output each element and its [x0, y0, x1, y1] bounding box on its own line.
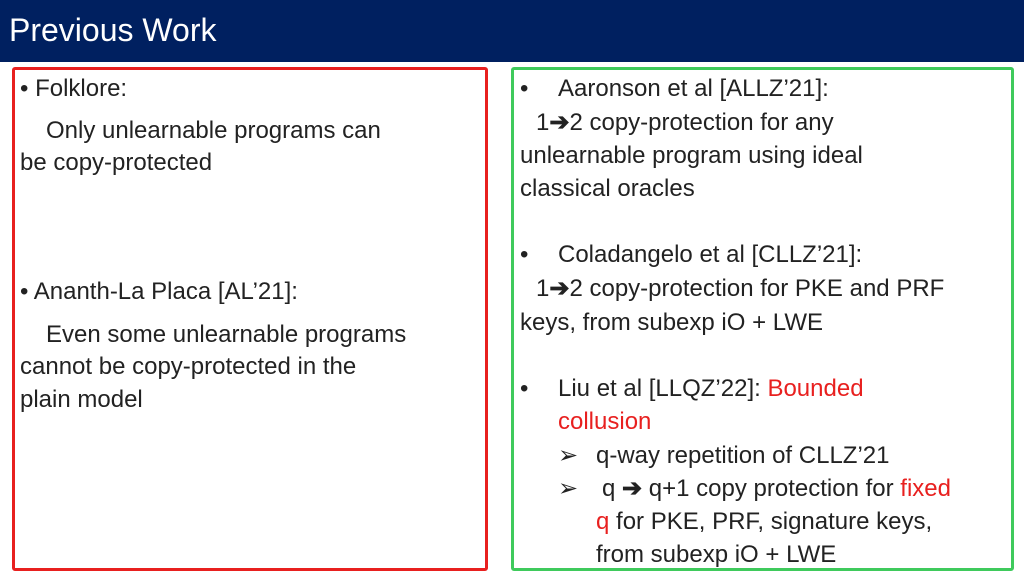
al21-text-line2: cannot be copy-protected in the	[20, 353, 357, 380]
bullet-llqz: •	[520, 375, 529, 402]
q-highlight: q	[596, 508, 610, 535]
folklore-heading: • Folklore:	[20, 75, 128, 102]
arrow-icon: ➔	[549, 109, 570, 136]
al21-text-line1: Even some unlearnable programs	[46, 321, 407, 348]
slide-title: Previous Work	[9, 12, 217, 48]
sub2-line2: q for PKE, PRF, signature keys,	[596, 508, 933, 535]
cllz-heading: Coladangelo et al [CLLZ’21]:	[558, 241, 863, 268]
al21-heading: • Ananth-La Placa [AL’21]:	[20, 278, 298, 305]
bullet-allz: •	[520, 75, 529, 102]
folklore-text-line1: Only unlearnable programs can	[46, 117, 381, 144]
allz-line2: unlearnable program using ideal	[520, 142, 863, 169]
sub1-text: q-way repetition of CLLZ’21	[596, 442, 890, 469]
al21-text-line3: plain model	[20, 386, 143, 413]
left-panel	[12, 67, 488, 571]
folklore-text-line2: be copy-protected	[20, 149, 213, 176]
collusion-highlight: collusion	[558, 408, 652, 435]
arrow-icon: ➔	[622, 475, 643, 502]
cllz-line2: keys, from subexp iO + LWE	[520, 309, 823, 336]
arrow-icon: ➔	[549, 275, 570, 302]
allz-heading: Aaronson et al [ALLZ’21]:	[558, 75, 829, 102]
bounded-highlight: Bounded	[767, 375, 864, 402]
bullet-cllz: •	[520, 241, 529, 268]
allz-line1: 1➔2 copy-protection for any	[536, 109, 834, 136]
allz-line3: classical oracles	[520, 175, 695, 202]
right-panel	[511, 67, 1014, 571]
sub-marker-2: ➢	[558, 475, 579, 502]
cllz-line1: 1➔2 copy-protection for PKE and PRF	[536, 275, 945, 302]
fixed-highlight: fixed	[900, 475, 951, 502]
sub2-line3: from subexp iO + LWE	[596, 541, 837, 568]
title-bar: Previous Work	[0, 0, 1024, 62]
sub-marker-1: ➢	[558, 442, 579, 469]
sub2-line1: q ➔ q+1 copy protection for fixed	[602, 475, 951, 502]
llqz-heading: Liu et al [LLQZ’22]: Bounded	[558, 375, 864, 402]
